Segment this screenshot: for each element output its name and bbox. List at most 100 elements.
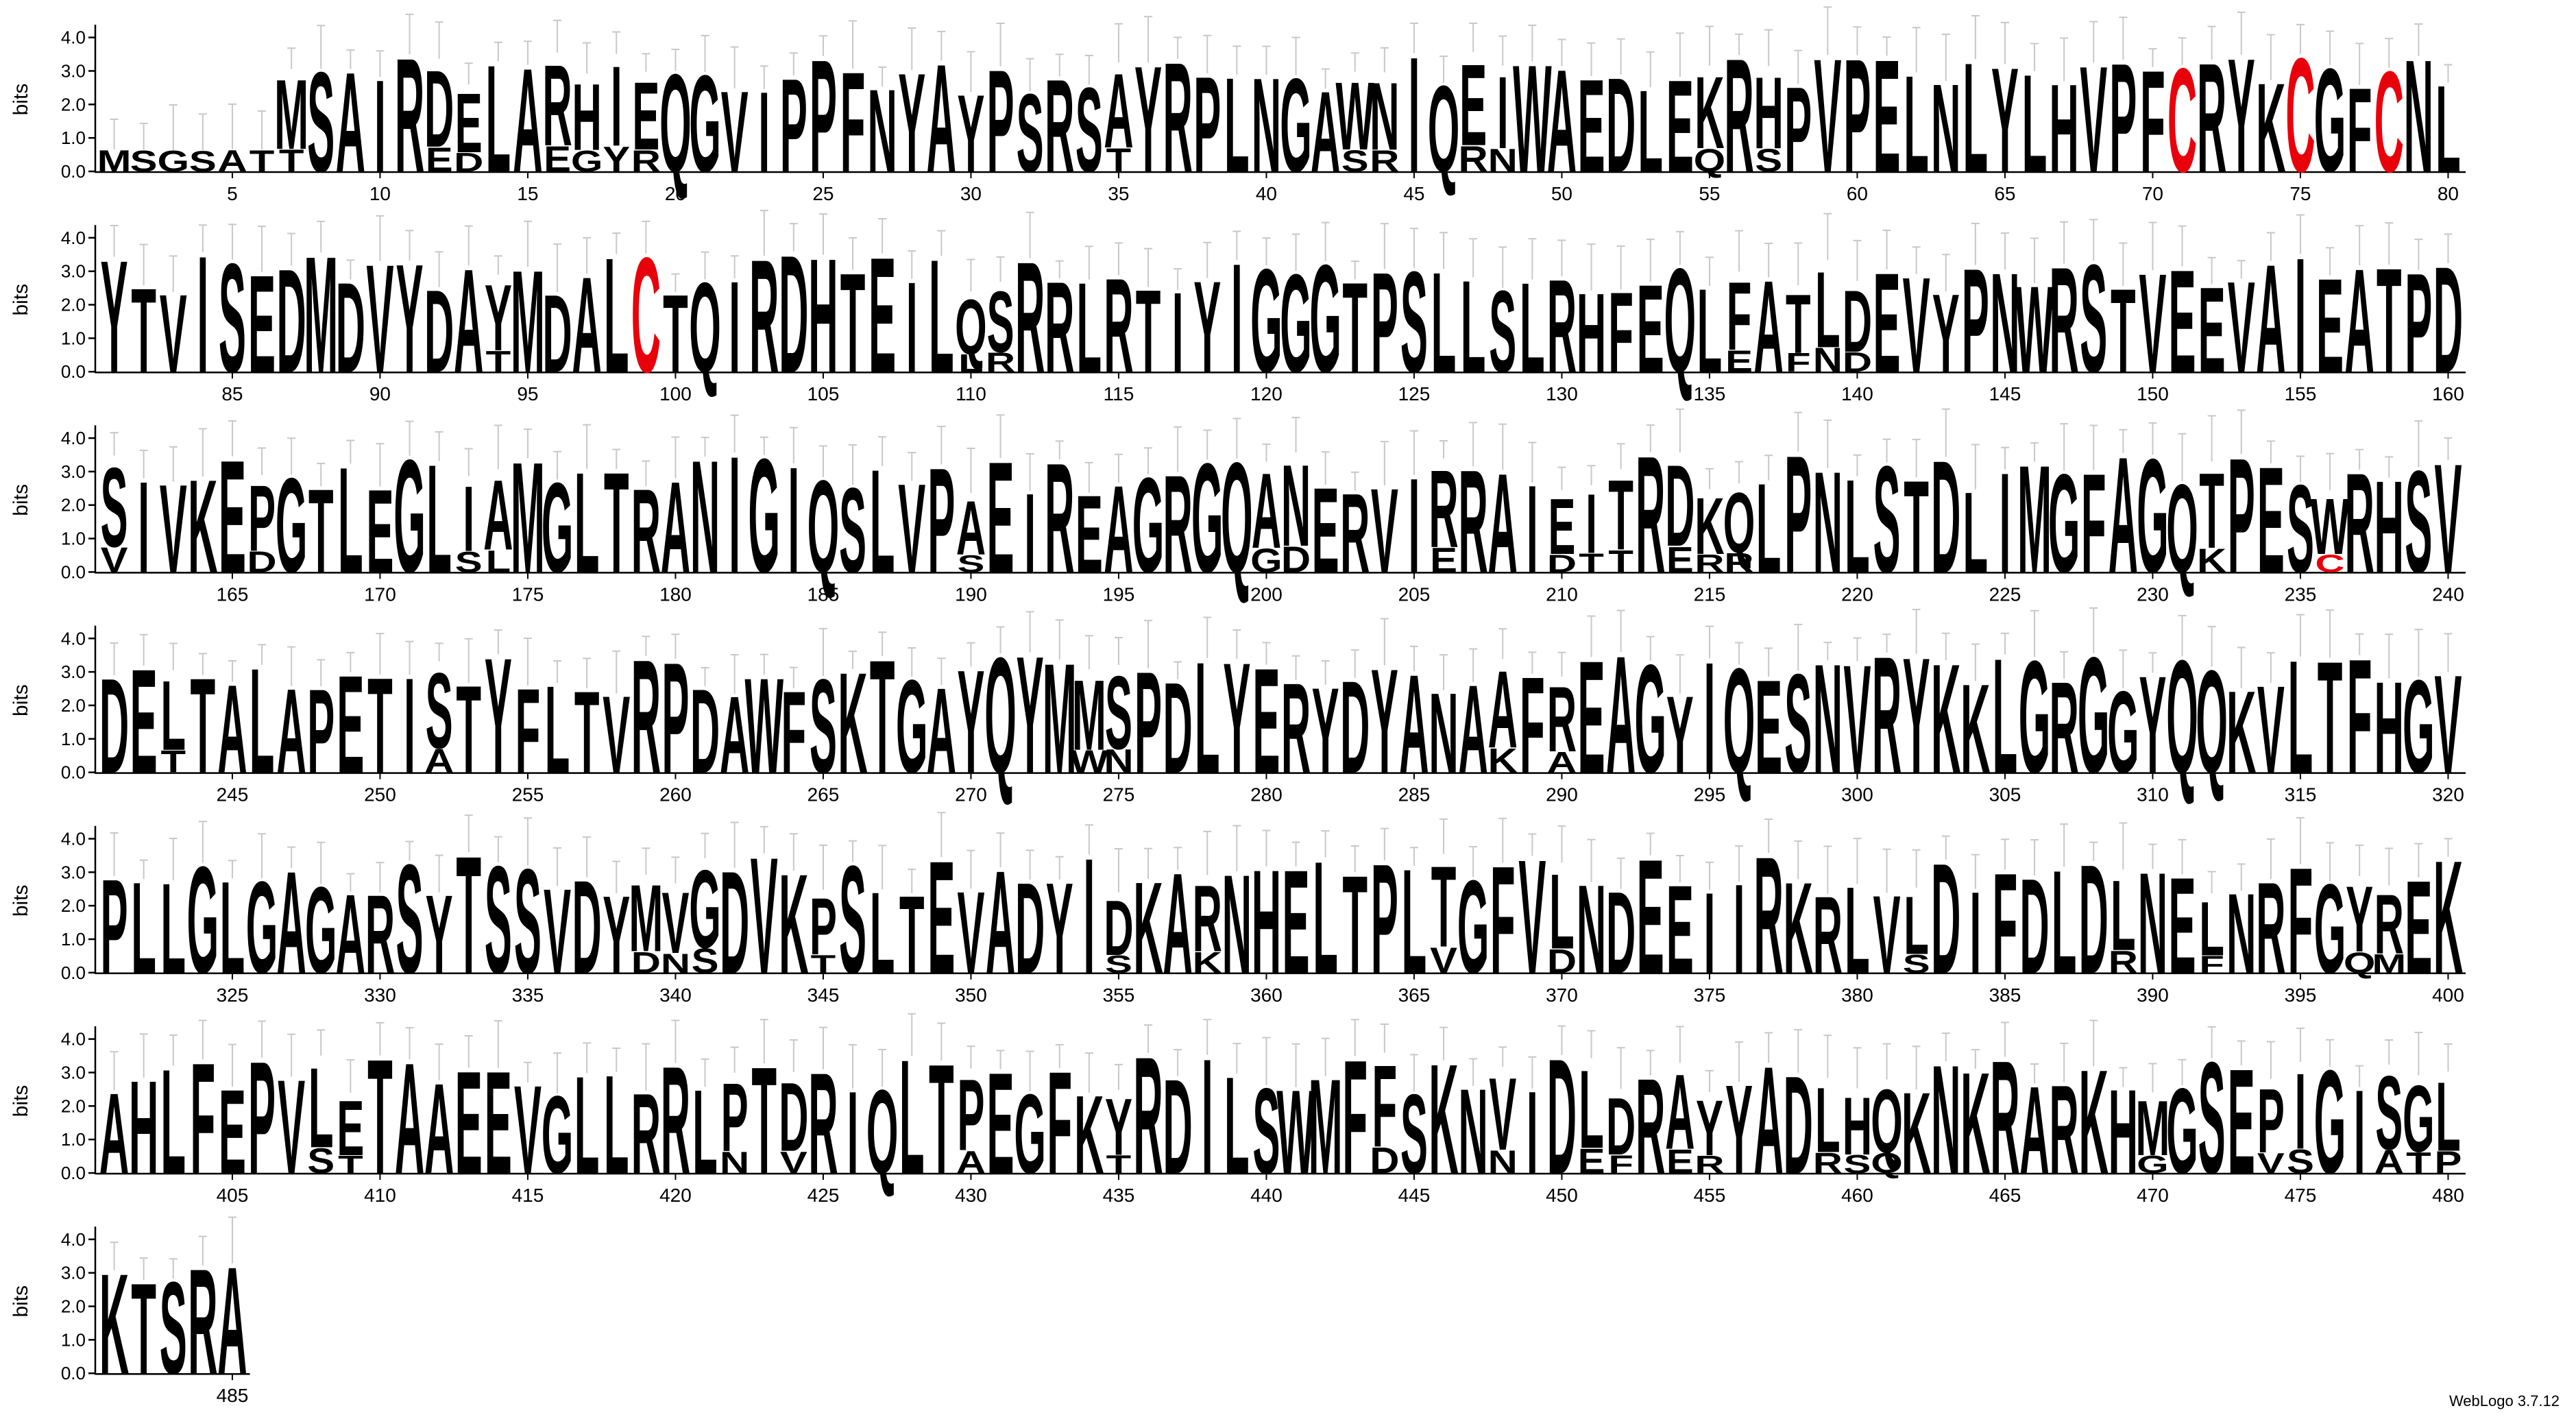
logo-letter: Y: [1725, 1060, 1753, 1201]
logo-letter: A: [1311, 67, 1340, 196]
logo-letter: N: [1931, 58, 1960, 198]
logo-letter: L: [2111, 860, 2136, 972]
logo-letter-secondary: S: [1341, 144, 1369, 178]
logo-letter: G: [1191, 431, 1224, 605]
logo-letter: R: [2374, 877, 2404, 972]
logo-letter: D: [1931, 831, 1960, 1006]
logo-letter-secondary: V: [101, 540, 128, 579]
logo-letter: A: [2345, 238, 2374, 403]
logo-letter: L: [574, 1048, 600, 1202]
x-tick-label: 185: [807, 583, 840, 605]
logo-letter: L: [426, 433, 452, 605]
logo-letter: A: [1252, 452, 1281, 571]
x-tick-label: 385: [1989, 984, 2021, 1006]
logo-letter: M: [274, 58, 308, 170]
logo-letter-secondary: D: [1281, 540, 1311, 580]
x-tick-label: 235: [2285, 583, 2317, 605]
logo-letter: E: [485, 1041, 512, 1205]
logo-letter: R: [631, 627, 661, 807]
x-tick-label: 445: [1398, 1185, 1431, 1206]
x-tick-label: 435: [1103, 1185, 1135, 1206]
y-axis-label: bits: [10, 1285, 32, 1318]
logo-letter: Y: [1932, 271, 1960, 396]
x-tick-label: 20: [665, 183, 686, 204]
logo-letter: G: [2019, 628, 2051, 808]
logo-letter: L: [870, 439, 895, 604]
x-tick-label: 5: [227, 183, 238, 204]
logo-letter: R: [1459, 440, 1488, 603]
logo-letter: R: [1340, 471, 1370, 596]
logo-letter-secondary: K: [2197, 541, 2227, 579]
logo-letter: T: [250, 144, 275, 178]
logo-letter: Y: [1193, 254, 1221, 400]
y-tick-label: 4.0: [61, 1029, 86, 1050]
logo-letter: I: [1409, 450, 1420, 601]
logo-letter: F: [2081, 444, 2106, 603]
x-tick-label: 200: [1250, 583, 1283, 605]
logo-letter: S: [307, 43, 335, 202]
logo-letter: E: [1637, 825, 1664, 1007]
x-tick-label: 335: [512, 984, 544, 1006]
logo-letter: L: [1520, 257, 1545, 399]
logo-letter: N: [1281, 441, 1311, 570]
logo-letter-secondary: R: [631, 144, 661, 178]
logo-letter: L: [1224, 50, 1250, 200]
logo-letter-secondary: W: [1070, 745, 1109, 779]
logo-letter: Q: [1221, 429, 1253, 605]
logo-letter: L: [1756, 457, 1782, 599]
logo-letter: R: [1015, 229, 1045, 405]
logo-letter-secondary: R: [1724, 548, 1753, 578]
logo-letter: D: [779, 1063, 808, 1172]
logo-letter: R: [2345, 444, 2374, 603]
logo-letter: Y: [898, 45, 925, 202]
logo-letter: L: [1815, 1069, 1840, 1172]
logo-letter: E: [455, 1041, 483, 1205]
logo-letter-secondary: T: [486, 346, 511, 378]
logo-letter: V: [1903, 250, 1930, 401]
logo-letter: K: [779, 845, 808, 1004]
logo-letter: I: [788, 437, 800, 605]
logo-letter-secondary: T: [2406, 1147, 2431, 1180]
logo-letter: Q: [866, 1065, 899, 1198]
logo-letter: D: [1931, 428, 1960, 607]
x-tick-label: 175: [512, 583, 544, 605]
logo-letter: R: [2050, 237, 2079, 404]
logo-letter: A: [1163, 843, 1193, 1004]
logo-letter: K: [1784, 856, 1813, 1001]
x-tick-label: 155: [2285, 383, 2317, 404]
logo-letter: F: [1490, 834, 1516, 1006]
logo-letter: Y: [1696, 1085, 1723, 1172]
logo-letter: E: [1755, 653, 1782, 801]
logo-letter: P: [248, 1029, 276, 1207]
logo-letter: N: [1813, 633, 1843, 806]
logo-letter-secondary: T: [1579, 548, 1604, 578]
logo-letter-secondary: K: [1488, 741, 1518, 780]
x-tick-label: 45: [1403, 183, 1424, 204]
logo-letter: F: [1727, 262, 1752, 371]
logo-letter: N: [1222, 846, 1252, 1003]
x-tick-label: 300: [1841, 784, 1873, 806]
x-tick-label: 260: [659, 784, 692, 806]
x-tick-label: 410: [364, 1185, 396, 1206]
logo-letter: Y: [396, 232, 424, 404]
logo-letter: E: [927, 828, 955, 1008]
y-tick-label: 0.0: [61, 161, 86, 182]
y-tick-label: 1.0: [61, 929, 86, 949]
logo-letter: R: [1754, 823, 1784, 1008]
logo-letter-secondary: E: [426, 141, 453, 179]
logo-letter: I: [1084, 825, 1095, 1008]
logo-letter: A: [956, 486, 986, 572]
logo-letter: T: [1342, 256, 1368, 400]
logo-letter: I: [138, 455, 149, 600]
logo-letter: M: [1072, 659, 1106, 771]
logo-letter: I: [1527, 1067, 1538, 1198]
x-tick-label: 360: [1250, 984, 1283, 1006]
logo-letter-secondary: T: [160, 745, 186, 779]
logo-letter: R: [1724, 25, 1753, 206]
x-tick-label: 375: [1694, 984, 1726, 1006]
x-tick-label: 15: [517, 183, 538, 204]
logo-letter: E: [1578, 629, 1605, 807]
logo-letter: L: [1431, 243, 1457, 402]
logo-letter: A: [1606, 620, 1636, 808]
